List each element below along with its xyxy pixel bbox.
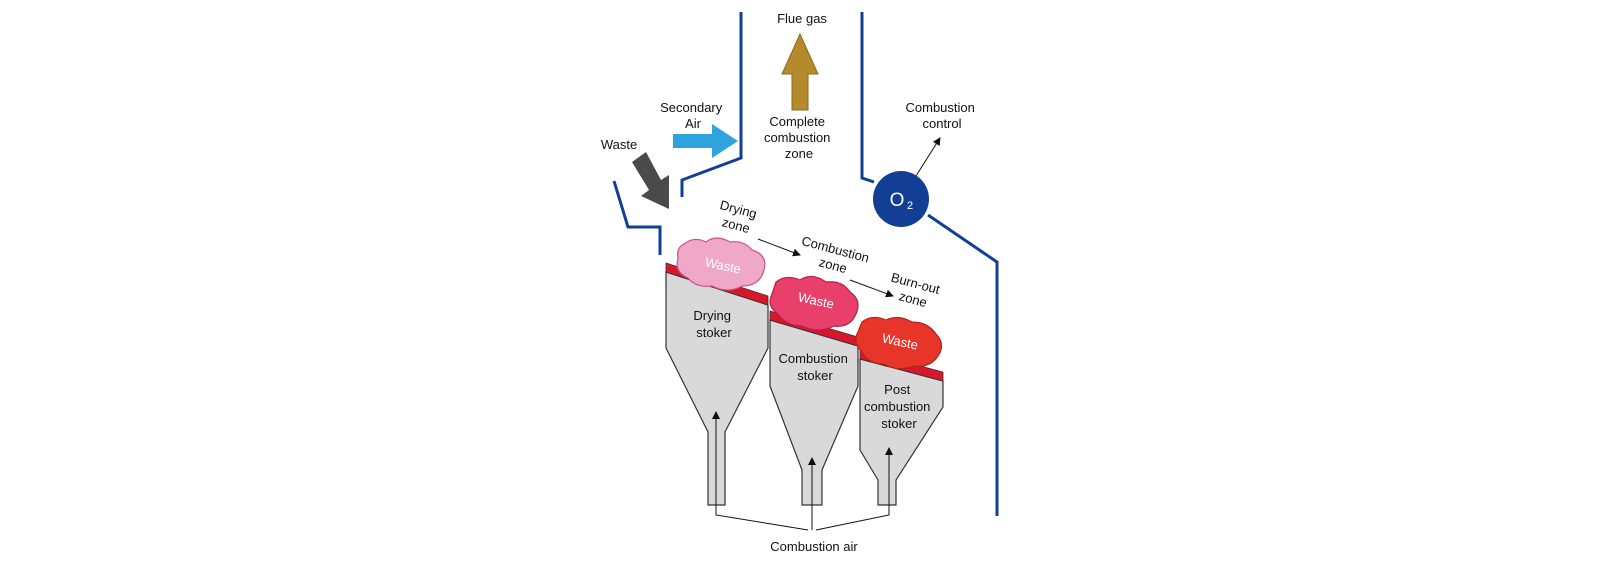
furnace-walls [612,12,999,516]
left-chimney-wall [680,12,743,197]
air-line-drying [712,411,809,531]
combustion-control-label: Combustion control [906,100,979,131]
flue-gas-arrow [781,32,819,111]
right-wall [860,12,999,516]
drying-stoker-label: Drying stoker [693,308,734,340]
complete-combustion-zone-label: Complete combustion zone [764,114,834,161]
waste-cloud-icon [855,316,943,370]
o2-sensor: O 2 [873,171,929,227]
combustion-stoker-label: Combustion stoker [779,351,852,383]
combustion-to-burnout-arrow [849,279,894,298]
combustion-control-arrow [915,137,941,177]
o2-subscript: 2 [907,200,913,212]
combustion-stoker [769,310,859,506]
burnout-zone-label: Burn-out zone [885,270,945,314]
waste-pile-1-label: Waste [704,254,743,276]
drying-to-combustion-arrow [757,238,801,257]
waste-pile-3-label: Waste [881,330,920,352]
waste-feed-arrow [632,152,669,209]
waste-cloud-icon [769,275,859,331]
air-line-post [815,447,893,531]
drying-stoker-body [665,271,769,506]
waste-cloud-icon [676,237,766,291]
post-combustion-stoker-label: Post combustion stoker [864,382,934,431]
combustion-air-lines [712,411,893,531]
combustion-air-label: Combustion air [770,539,858,554]
secondary-air-label: Secondary Air [660,100,726,131]
hopper-wall [612,180,662,255]
o2-circle [873,171,929,227]
drying-zone-label: Drying zone [714,197,762,238]
drying-stoker [665,262,769,506]
down-right-arrow-icon [632,152,669,209]
waste-pile-burnout: Waste [855,316,943,370]
secondary-air-arrow [673,124,738,158]
up-arrow-icon [781,32,819,111]
waste-label: Waste [601,137,637,152]
combustion-stoker-body [769,319,859,506]
combustion-zone-label: Combustion zone [796,233,875,282]
o2-label: O [890,190,905,211]
right-arrow-icon [673,124,738,158]
waste-pile-2-label: Waste [797,289,836,311]
flue-gas-label: Flue gas [777,11,827,26]
post-combustion-stoker-body [859,358,944,506]
waste-pile-combustion: Waste [769,275,859,331]
waste-pile-drying: Waste [676,237,766,291]
